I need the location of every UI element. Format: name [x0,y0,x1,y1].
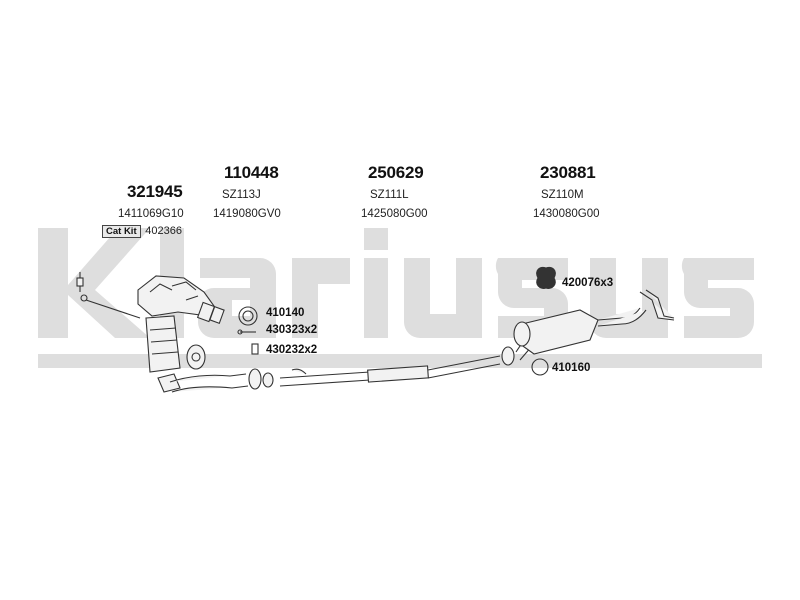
cat-kit-number: 402366 [145,225,182,237]
callout-410160[interactable]: 410160 [552,362,591,374]
part-number-250629[interactable]: 250629 [368,163,424,182]
desc-230881: SZ110M [541,189,584,201]
callout-420076[interactable]: 420076x3 [562,277,614,289]
intermediate-pipe-icon [279,346,515,387]
desc-110448: SZ113J [222,189,261,201]
cat-kit-tag[interactable]: Cat Kit 402366 [102,225,182,238]
oe-code-250629: 1425080G00 [361,208,428,220]
callout-430232[interactable]: 430232x2 [266,344,318,356]
callout-410140[interactable]: 410140 [266,307,305,319]
front-pipe-icon [157,368,274,393]
part-number-110448[interactable]: 110448 [224,163,279,182]
desc-250629: SZ111L [370,189,409,201]
cat-kit-label: Cat Kit [102,225,141,238]
callout-430323[interactable]: 430323x2 [266,324,318,336]
gasket-ring-icon [238,306,258,326]
clamp-icon [251,343,259,355]
part-number-230881[interactable]: 230881 [540,163,596,182]
oe-code-110448: 1419080GV0 [213,208,281,220]
catalytic-converter-icon [137,275,225,373]
part-number-321945[interactable]: 321945 [127,182,183,201]
oe-code-230881: 1430080G00 [533,208,600,220]
rubber-hanger-icon [536,266,556,289]
oe-code-321945: 1411069G10 [118,208,184,220]
rear-silencer-icon [513,289,675,361]
gasket-ring-rear-icon [531,358,549,376]
lambda-sensor-icon [76,272,141,319]
